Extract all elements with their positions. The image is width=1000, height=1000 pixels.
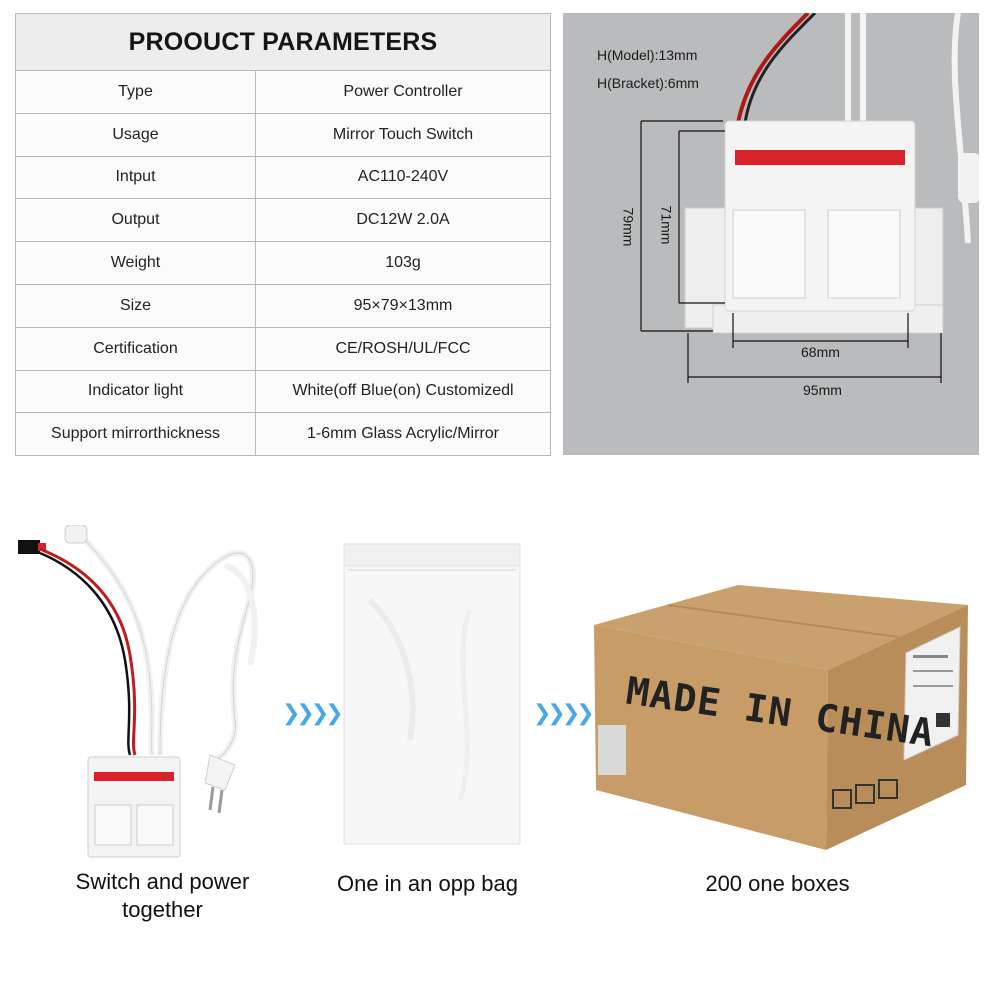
shipping-carton-image xyxy=(594,585,968,850)
table-row: Size 95×79×13mm xyxy=(15,283,551,328)
param-value: 95×79×13mm xyxy=(255,283,551,328)
table-row: Weight 103g xyxy=(15,241,551,285)
step3-caption: 200 one boxes xyxy=(705,871,850,896)
param-value: Mirror Touch Switch xyxy=(255,112,551,157)
table-row: Type Power Controller xyxy=(15,70,551,114)
step2-caption: One in an opp bag xyxy=(336,871,519,896)
table-row: Indicator light White(off Blue(on) Custo… xyxy=(15,369,551,414)
param-value: Power Controller xyxy=(255,70,551,114)
dimension-photo-panel: H(Model):13mm H(Bracket):6mm 79mm 71mm 6… xyxy=(563,13,979,455)
table-title: PROOUCT PARAMETERS xyxy=(15,13,551,71)
switch-dimension-drawing xyxy=(640,13,979,383)
param-value: 1-6mm Glass Acrylic/Mirror xyxy=(255,412,551,457)
param-key: Indicator light xyxy=(15,369,256,414)
table-row: Usage Mirror Touch Switch xyxy=(15,112,551,157)
param-key: Size xyxy=(15,283,256,328)
switch-and-power-cable-image xyxy=(18,525,258,858)
param-value: 103g xyxy=(255,241,551,285)
height-model-label: H(Model):13mm xyxy=(597,47,698,63)
param-key: Output xyxy=(15,198,256,243)
table-row: Support mirrorthickness 1-6mm Glass Acry… xyxy=(15,412,551,457)
total-height-label: 79mm xyxy=(620,207,637,247)
table-row: Output DC12W 2.0A xyxy=(15,198,551,243)
param-key: Type xyxy=(15,70,256,114)
param-key: Certification xyxy=(15,326,256,371)
param-key: Weight xyxy=(15,241,256,285)
arrow-chevrons-icon: ❯❯❯❯ xyxy=(533,700,595,725)
total-width-label: 95mm xyxy=(803,382,842,398)
param-key: Usage xyxy=(15,112,256,157)
product-parameters-table: PROOUCT PARAMETERS Type Power Controller… xyxy=(15,13,551,457)
height-bracket-label: H(Bracket):6mm xyxy=(597,75,699,91)
table-row: Certification CE/ROSH/UL/FCC xyxy=(15,326,551,371)
opp-bag-image xyxy=(343,543,521,845)
body-height-label: 71mm xyxy=(658,205,675,245)
param-value: White(off Blue(on) Customizedl xyxy=(255,369,551,414)
body-width-label: 68mm xyxy=(801,344,840,360)
arrow-chevrons-icon: ❯❯❯❯ xyxy=(282,700,344,725)
param-value: AC110-240V xyxy=(255,155,551,200)
param-value: DC12W 2.0A xyxy=(255,198,551,243)
param-key: Support mirrorthickness xyxy=(15,412,256,457)
param-key: Intput xyxy=(15,155,256,200)
step1-caption: Switch and power together xyxy=(75,869,250,922)
param-value: CE/ROSH/UL/FCC xyxy=(255,326,551,371)
table-row: Intput AC110-240V xyxy=(15,155,551,200)
